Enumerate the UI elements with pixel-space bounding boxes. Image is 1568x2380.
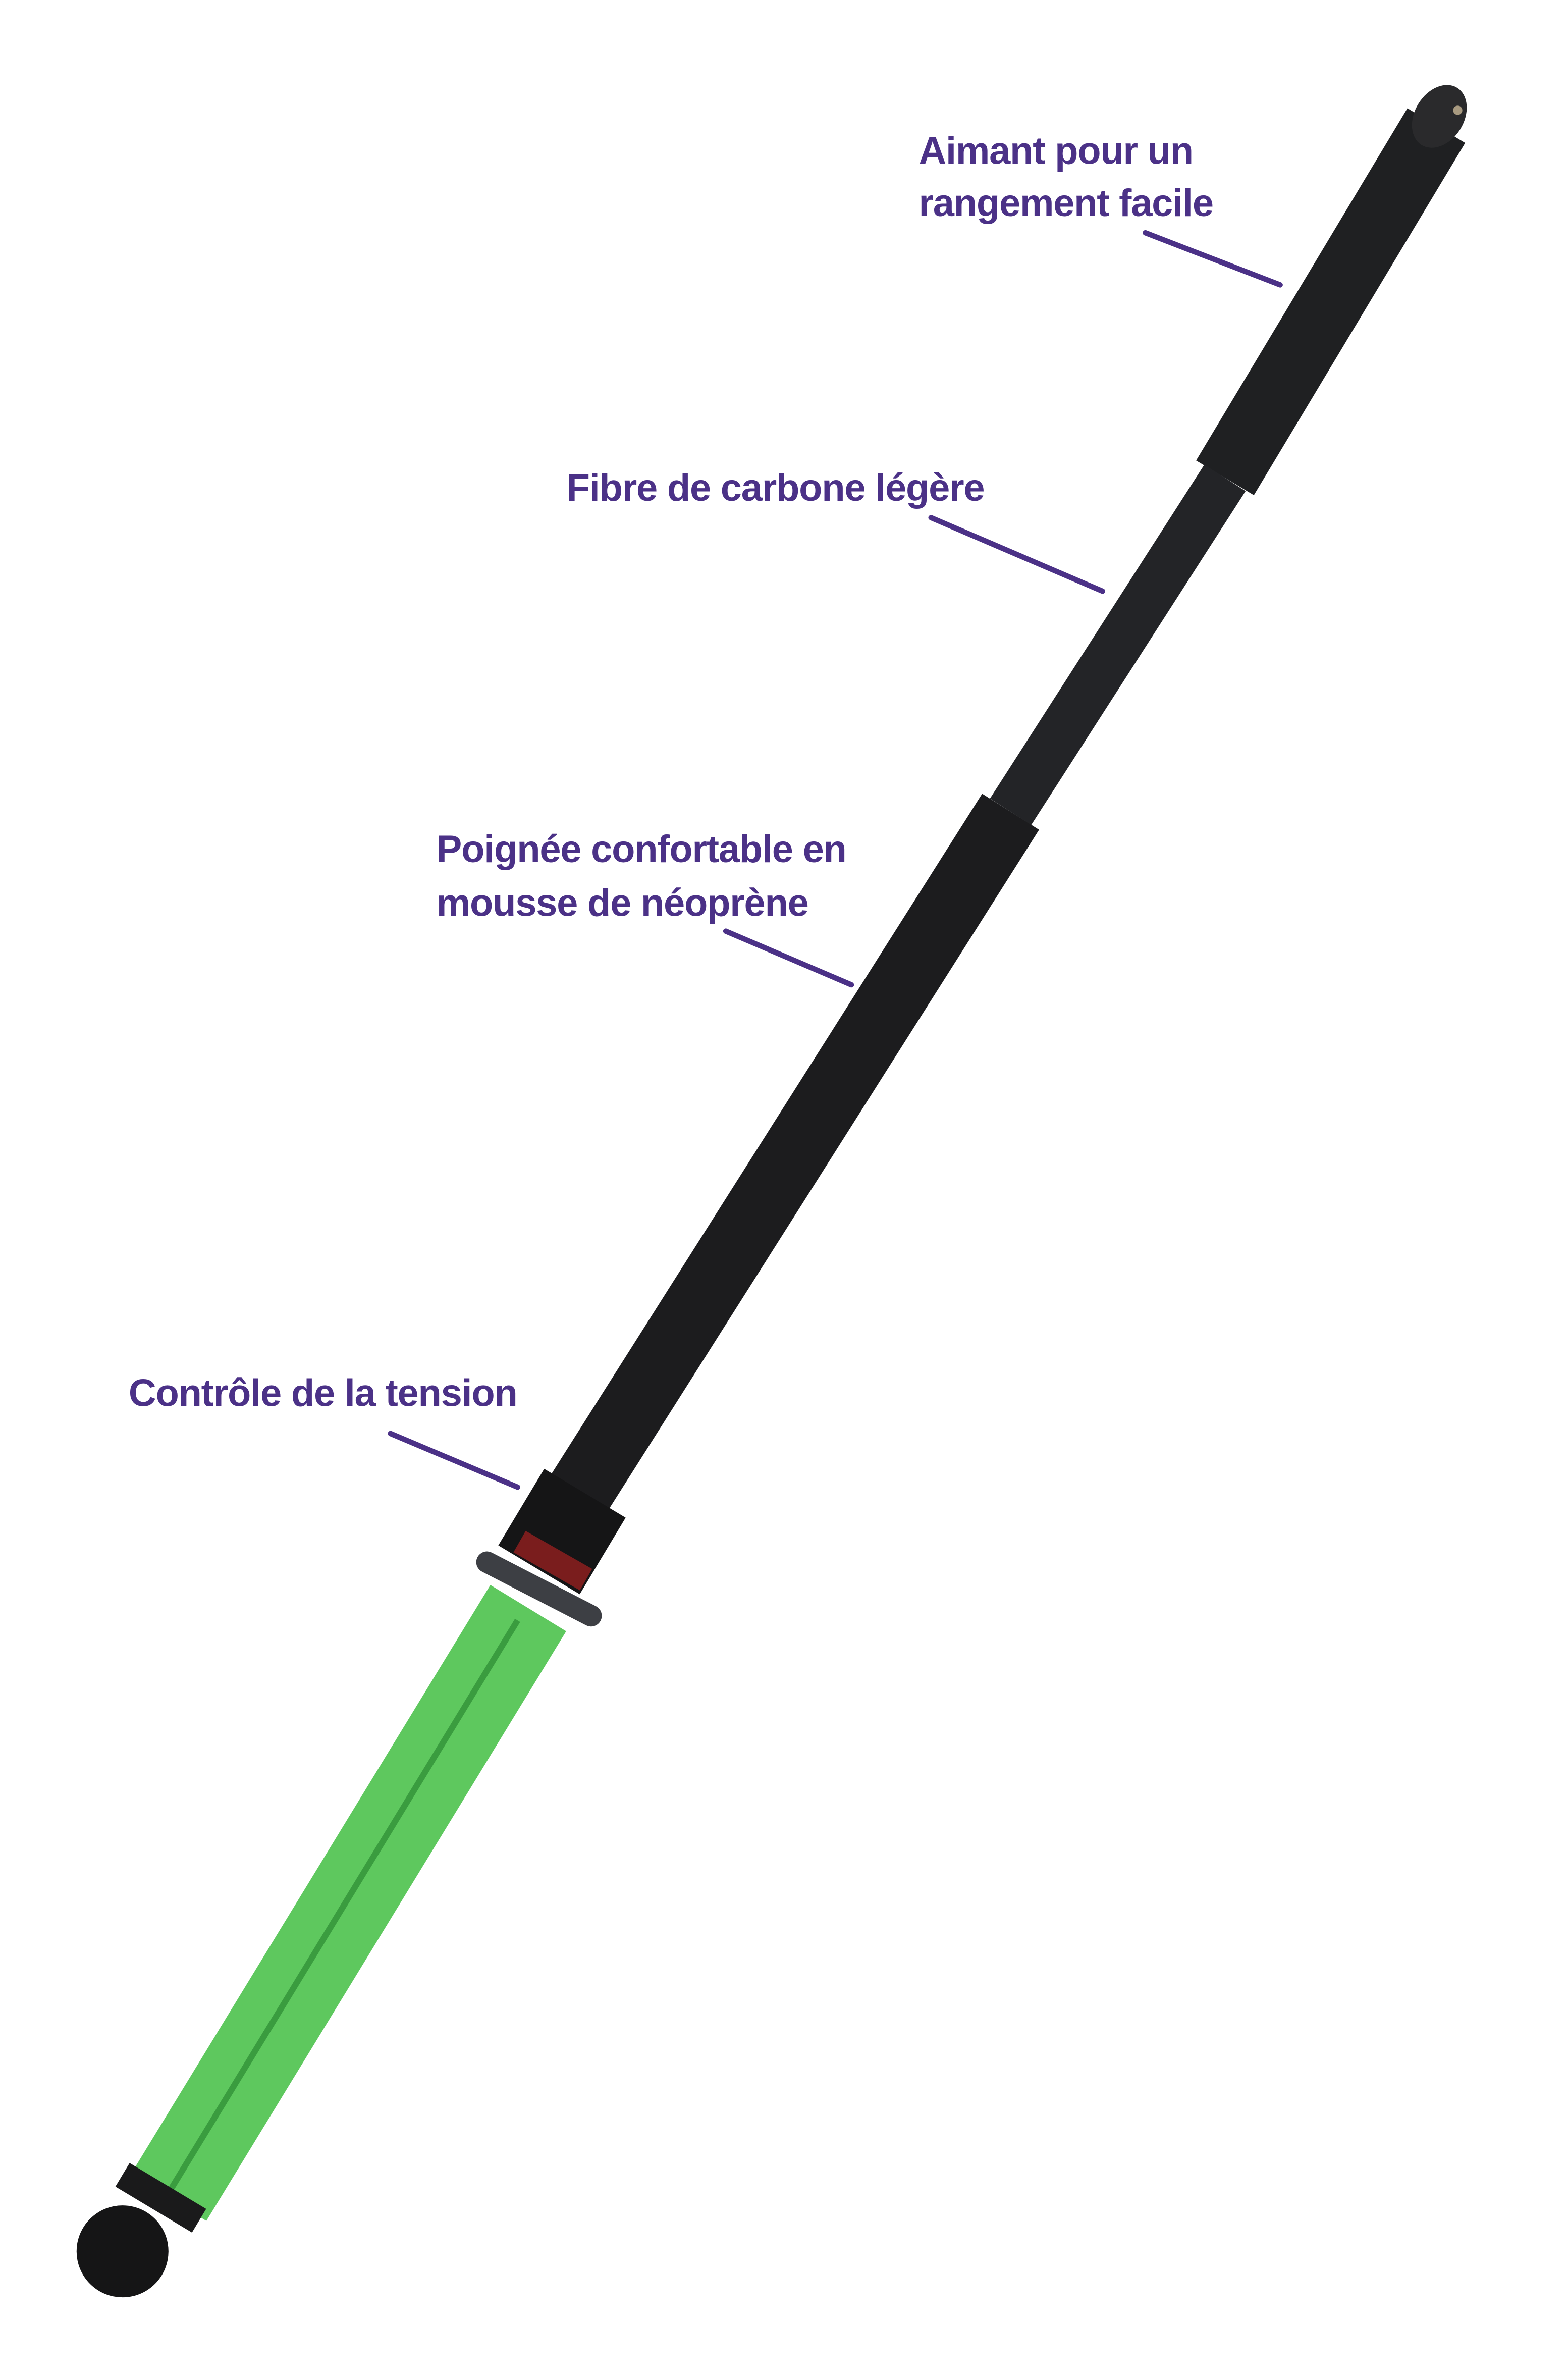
label-grip-line2: mousse de néoprène: [437, 881, 808, 924]
stick: [76, 85, 1467, 2298]
label-carbon: Fibre de carbone légère: [567, 466, 985, 509]
magnet-cap: [1412, 85, 1467, 148]
callout-tension: Contrôle de la tension: [129, 1371, 520, 1490]
handle-end-cap: [115, 2163, 206, 2233]
label-tension: Contrôle de la tension: [129, 1371, 517, 1414]
leader-line: [723, 928, 854, 988]
top-tube: [1196, 108, 1466, 495]
carbon-tube: [990, 464, 1246, 825]
red-ring: [513, 1530, 592, 1591]
callout-magnet: Aimant pour un rangement facile: [919, 130, 1283, 288]
neoprene-grip: [546, 794, 1039, 1519]
leader-line: [388, 1431, 520, 1490]
leader-line: [928, 515, 1105, 594]
callout-grip: Poignée confortable en mousse de néoprèn…: [437, 828, 854, 988]
handle-groove: [166, 1618, 520, 2195]
label-grip-line1: Poignée confortable en: [437, 828, 846, 871]
washer: [476, 1551, 602, 1627]
label-magnet-line1: Aimant pour un: [919, 130, 1193, 173]
callout-carbon: Fibre de carbone légère: [567, 466, 1105, 594]
end-ball: [76, 2205, 169, 2298]
label-magnet-line2: rangement facile: [919, 182, 1213, 225]
leader-line: [1143, 230, 1283, 288]
magnet-highlight-icon: [1453, 105, 1463, 115]
